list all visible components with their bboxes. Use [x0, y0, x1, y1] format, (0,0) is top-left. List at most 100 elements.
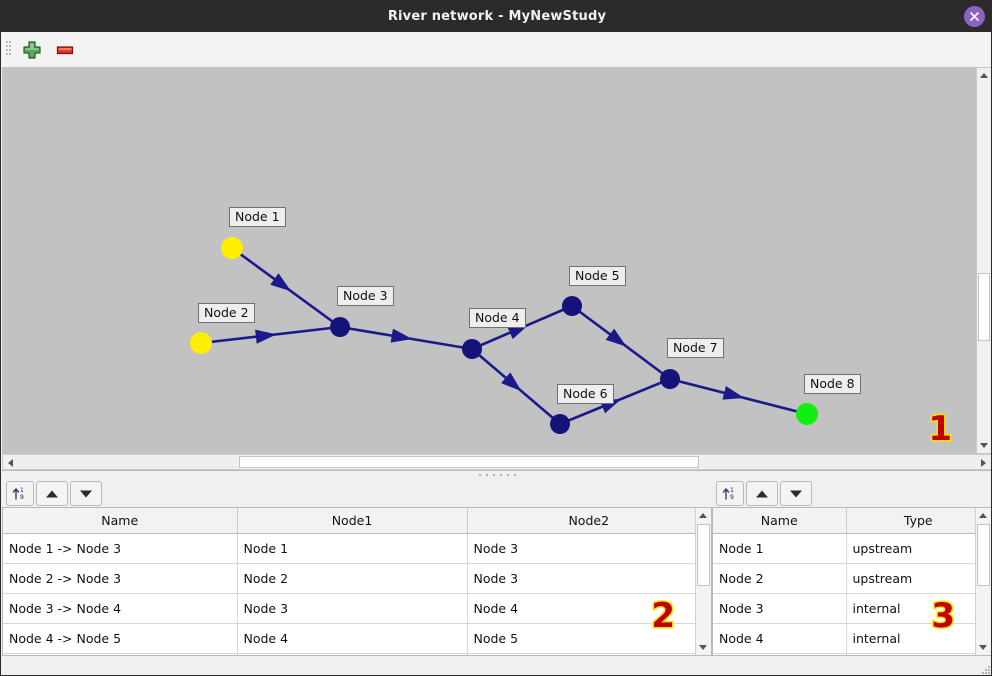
nodes-column-header[interactable]: Name: [713, 508, 847, 534]
remove-minus-icon[interactable]: [54, 39, 76, 61]
reaches-sort-button[interactable]: 1 9: [6, 481, 34, 506]
network-node-internal[interactable]: [330, 317, 350, 337]
edge-direction-arrow-icon: [501, 372, 522, 392]
svg-text:9: 9: [20, 494, 24, 501]
canvas-hscroll-thumb[interactable]: [239, 456, 699, 468]
window-title: River network - MyNewStudy: [387, 9, 607, 24]
nodes-column-header[interactable]: Type: [846, 508, 991, 534]
table-cell[interactable]: Node 3 -> Node 4: [3, 593, 238, 624]
table-cell[interactable]: [713, 653, 847, 655]
edge-direction-arrow-icon: [605, 328, 627, 347]
nodes-scroll-thumb[interactable]: [977, 524, 990, 586]
table-cell[interactable]: Node 5: [467, 623, 711, 654]
pane-splitter[interactable]: [2, 470, 991, 479]
node-label[interactable]: Node 4: [469, 308, 526, 328]
table-cell[interactable]: Node 2: [713, 563, 847, 594]
canvas-vscroll-thumb[interactable]: [978, 273, 990, 341]
table-cell[interactable]: Node 3: [237, 593, 468, 624]
sort-icon: 1 9: [722, 487, 734, 501]
node-label[interactable]: Node 1: [229, 207, 286, 227]
table-cell[interactable]: Node 4 -> Node 5: [3, 623, 238, 654]
table-cell[interactable]: Node 4: [237, 623, 468, 654]
edge-direction-arrow-icon: [722, 386, 745, 400]
table-cell[interactable]: Node 1: [237, 533, 468, 564]
reaches-column-header[interactable]: Node2: [467, 508, 711, 534]
table-cell[interactable]: Node 4: [713, 623, 847, 654]
node-label[interactable]: Node 2: [198, 303, 255, 323]
table-cell[interactable]: Node 1 -> Node 3: [3, 533, 238, 564]
close-icon[interactable]: [964, 6, 985, 27]
network-canvas-area: Node 1 Node 2 Node 3 Node 4 Node 5 Node 6 Node…: [2, 67, 991, 470]
add-plus-icon[interactable]: [21, 39, 43, 61]
network-node-internal[interactable]: [550, 414, 570, 434]
scroll-down-arrow-icon[interactable]: [699, 645, 707, 650]
network-node-upstream[interactable]: [221, 237, 243, 259]
network-node-internal[interactable]: [660, 369, 680, 389]
window-titlebar: River network - MyNewStudy: [1, 1, 991, 32]
table-cell[interactable]: Node 3: [467, 563, 711, 594]
scroll-down-arrow-icon[interactable]: [980, 443, 988, 448]
canvas-horizontal-scrollbar[interactable]: [2, 454, 991, 470]
network-node-upstream[interactable]: [190, 332, 212, 354]
table-cell[interactable]: Node 3: [713, 593, 847, 624]
move-down-icon: [790, 490, 802, 497]
overlay-marker-1: 1: [927, 409, 954, 449]
nodes-pane-footer: [712, 656, 991, 675]
reaches-table-scrollbar[interactable]: [695, 508, 711, 655]
node-label[interactable]: Node 5: [569, 266, 626, 286]
edge-direction-arrow-icon: [390, 328, 413, 343]
nodes-sort-button[interactable]: 1 9: [716, 481, 744, 506]
main-toolbar: [2, 32, 991, 68]
table-cell[interactable]: Node 4: [467, 593, 711, 624]
table-cell[interactable]: Node 2 -> Node 3: [3, 563, 238, 594]
node-label[interactable]: Node 8: [804, 374, 861, 394]
scroll-up-arrow-icon[interactable]: [699, 513, 707, 518]
node-label[interactable]: Node 6: [557, 384, 614, 404]
reaches-move-up-button[interactable]: [36, 481, 68, 506]
scroll-up-arrow-icon[interactable]: [980, 73, 988, 78]
scroll-right-arrow-icon[interactable]: [981, 459, 986, 467]
network-node-internal[interactable]: [462, 339, 482, 359]
table-cell[interactable]: [237, 653, 468, 655]
table-cell[interactable]: Node 3: [467, 533, 711, 564]
scroll-down-arrow-icon[interactable]: [979, 645, 987, 650]
scroll-left-arrow-icon[interactable]: [8, 459, 13, 467]
table-cell[interactable]: Node 1: [713, 533, 847, 564]
reaches-column-header[interactable]: Name: [3, 508, 238, 534]
overlay-marker-3: 3: [930, 596, 957, 636]
canvas-vertical-scrollbar[interactable]: [976, 67, 991, 454]
table-cell[interactable]: upstream: [846, 563, 991, 594]
river-network-diagram[interactable]: Node 1 Node 2 Node 3 Node 4 Node 5 Node 6 Node…: [2, 67, 976, 454]
reaches-column-header[interactable]: Node1: [237, 508, 468, 534]
nodes-move-down-button[interactable]: [780, 481, 812, 506]
table-cell[interactable]: upstream: [846, 533, 991, 564]
reaches-scroll-thumb[interactable]: [697, 524, 710, 586]
node-label[interactable]: Node 7: [667, 338, 724, 358]
table-cell[interactable]: Node 2: [237, 563, 468, 594]
svg-text:1: 1: [730, 487, 734, 494]
table-cell[interactable]: [3, 653, 238, 655]
window-resize-grip[interactable]: [982, 666, 990, 674]
network-node-downstream[interactable]: [796, 403, 818, 425]
scroll-up-arrow-icon[interactable]: [979, 513, 987, 518]
nodes-table-scrollbar[interactable]: [975, 508, 991, 655]
reaches-move-down-button[interactable]: [70, 481, 102, 506]
nodes-move-up-button[interactable]: [746, 481, 778, 506]
table-cell[interactable]: internal: [846, 623, 991, 654]
table-cell[interactable]: internal: [846, 593, 991, 624]
node-label[interactable]: Node 3: [337, 286, 394, 306]
network-graph-svg: [190, 237, 818, 434]
network-node-internal[interactable]: [562, 296, 582, 316]
